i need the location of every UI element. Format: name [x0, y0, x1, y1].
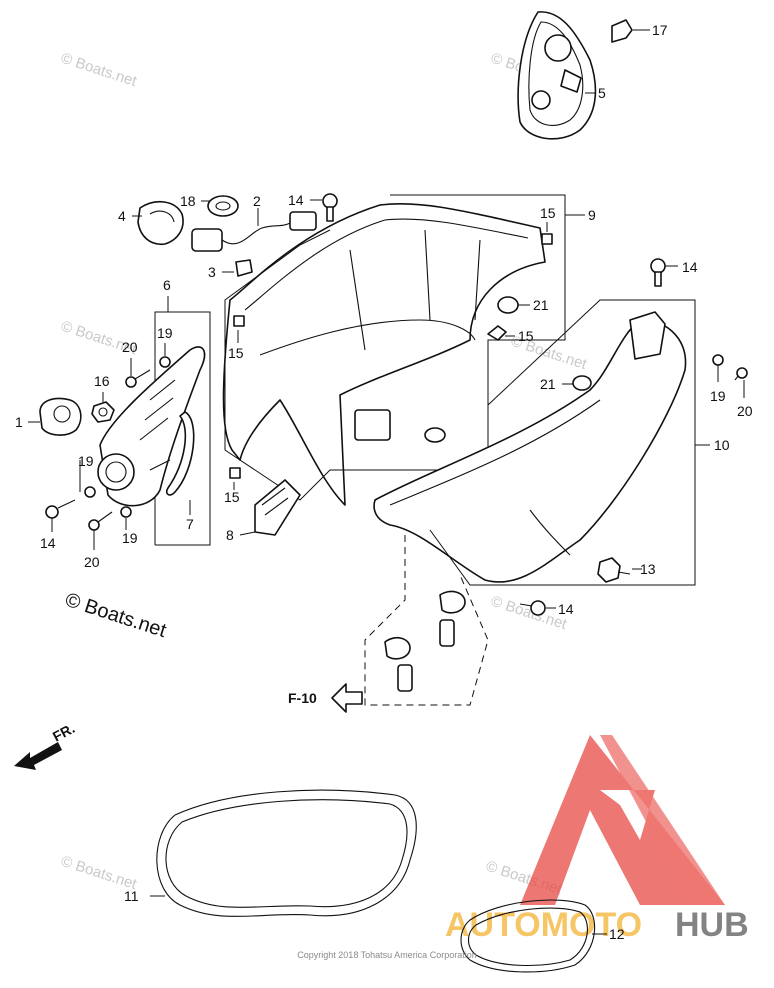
front-arrow-icon — [14, 742, 62, 770]
callout-20: 20 — [122, 339, 138, 355]
part-19-washer — [712, 354, 724, 366]
callout-20: 20 — [84, 554, 100, 570]
brand-name-part1: AUTOMOTO — [445, 906, 642, 944]
part-17-clip — [611, 19, 650, 43]
callout-15: 15 — [224, 489, 240, 505]
watermark-text-main: © Boats.net — [62, 589, 169, 642]
part-19-washer — [159, 356, 171, 368]
part-14-screw — [650, 258, 666, 287]
part-14-screw — [322, 193, 338, 222]
callout-15: 15 — [540, 205, 556, 221]
callout-16: 16 — [94, 373, 110, 389]
callout-8: 8 — [226, 527, 234, 543]
callout-14: 14 — [682, 259, 698, 275]
part-5-plate — [517, 11, 597, 140]
callout-14: 14 — [288, 192, 304, 208]
part-6-lever-housing — [97, 346, 206, 507]
part-9-upper-cowl — [222, 202, 546, 506]
part-12-seal — [460, 899, 596, 973]
part-11-seal — [156, 789, 417, 917]
callout-12: 12 — [609, 926, 625, 942]
fitting-parts — [384, 590, 466, 692]
part-16-nut — [91, 401, 115, 423]
part-13-fitting — [597, 557, 631, 583]
front-indicator: FR. — [14, 720, 77, 770]
part-15-clip — [233, 315, 245, 327]
part-18-clip — [207, 195, 239, 217]
callout-10: 10 — [714, 437, 730, 453]
callout-6: 6 — [163, 277, 171, 293]
callout-7: 7 — [186, 516, 194, 532]
callout-21: 21 — [540, 376, 556, 392]
part-20-screw — [88, 511, 113, 531]
group-10-box — [429, 299, 696, 586]
part-1-knob — [39, 397, 82, 436]
callout-13: 13 — [640, 561, 656, 577]
callout-19: 19 — [78, 453, 94, 469]
part-2-switch — [191, 211, 317, 252]
part-19-washer — [84, 486, 96, 498]
callout-9: 9 — [588, 207, 596, 223]
part-20-screw — [125, 369, 151, 388]
reference-f10: F-10 — [288, 683, 363, 713]
part-10-lower-cowl — [373, 311, 687, 583]
part-19-washer — [120, 506, 132, 518]
callout-15: 15 — [228, 345, 244, 361]
subassembly-dashed-box — [364, 535, 489, 706]
part-15-clip — [487, 325, 507, 341]
part-20-screw — [734, 367, 748, 381]
callout-19: 19 — [157, 325, 173, 341]
callout-19: 19 — [710, 388, 726, 404]
callout-11: 11 — [124, 888, 139, 904]
callout-2: 2 — [253, 193, 261, 209]
brand-logo: AUTOMOTO HUB — [445, 735, 749, 944]
reference-label: F-10 — [288, 690, 317, 706]
callout-4: 4 — [118, 208, 126, 224]
callout-18: 18 — [180, 193, 196, 209]
part-15-clip — [229, 467, 241, 479]
callout-17: 17 — [652, 22, 668, 38]
part-21-grommet — [572, 375, 592, 391]
part-15-clip — [541, 233, 553, 245]
front-label: FR. — [50, 720, 77, 745]
group-9-box — [224, 194, 566, 501]
callout-19: 19 — [122, 530, 138, 546]
watermark-text: © Boats.net — [59, 50, 140, 91]
callout-14: 14 — [40, 535, 56, 551]
part-14-screw — [45, 499, 76, 519]
copyright-text: Copyright 2018 Tohatsu America Corporati… — [297, 950, 476, 960]
part-21-grommet — [497, 296, 519, 314]
callout-20: 20 — [737, 403, 753, 419]
callout-21: 21 — [533, 297, 549, 313]
callout-1: 1 — [15, 414, 23, 430]
brand-name-part2: HUB — [675, 906, 749, 944]
part-7-seal — [165, 411, 195, 496]
reference-arrow-icon — [331, 683, 363, 713]
callout-5: 5 — [598, 85, 606, 101]
part-4-grommet — [137, 201, 184, 246]
part-3-clip — [235, 259, 253, 277]
callout-labels: 17 5 4 18 2 14 3 15 9 14 6 21 19 15 20 1… — [15, 22, 753, 942]
part-14-screw — [519, 600, 546, 616]
callout-14: 14 — [558, 601, 574, 617]
callout-15: 15 — [518, 328, 534, 344]
part-8-bracket — [254, 479, 301, 536]
callout-3: 3 — [208, 264, 216, 280]
